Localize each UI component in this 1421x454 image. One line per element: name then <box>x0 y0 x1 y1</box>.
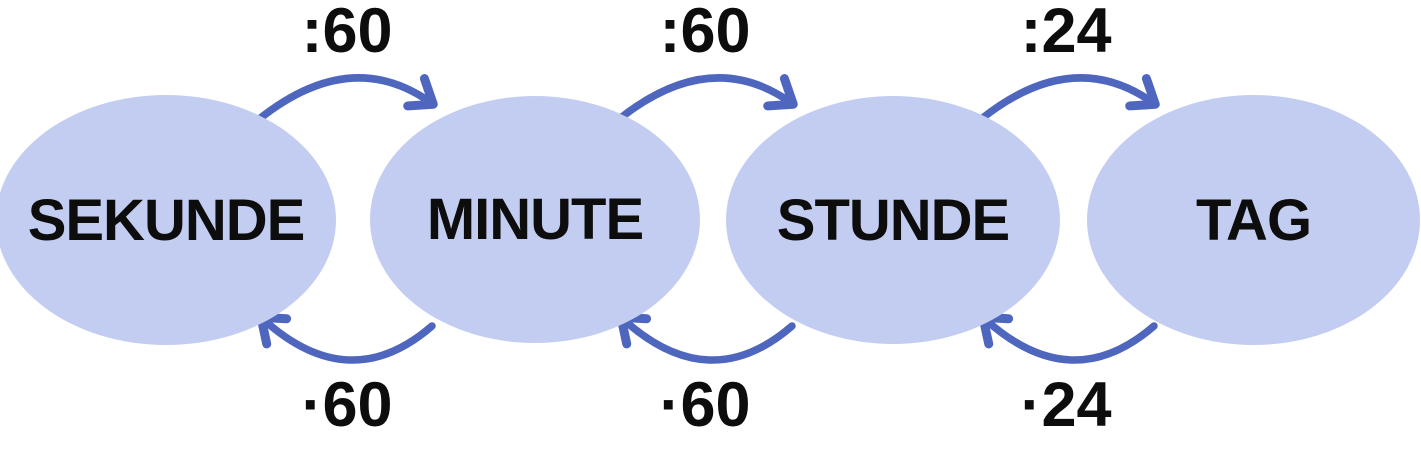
node-stunde: STUNDE <box>726 96 1060 344</box>
arrow-minute-to-sekunde-icon <box>256 312 436 364</box>
arrow-sekunde-to-minute-icon <box>254 74 438 124</box>
node-sekunde: SEKUNDE <box>0 95 336 345</box>
node-stunde-label: STUNDE <box>776 187 1010 253</box>
conversion-label-minute-to-sekunde: ·60 <box>301 370 393 440</box>
node-minute: MINUTE <box>370 96 700 343</box>
arrow-stunde-to-tag-icon <box>976 74 1160 124</box>
conversion-label-sekunde-to-minute: :60 <box>301 0 393 66</box>
node-sekunde-label: SEKUNDE <box>27 187 306 253</box>
node-minute-label: MINUTE <box>426 187 644 252</box>
arrow-minute-to-stunde-icon <box>614 74 798 124</box>
node-tag: TAG <box>1087 95 1420 345</box>
node-tag-label: TAG <box>1195 187 1312 253</box>
conversion-label-stunde-to-tag: :24 <box>1020 0 1112 66</box>
conversion-label-minute-to-stunde: :60 <box>659 0 751 66</box>
arrow-tag-to-stunde-icon <box>978 312 1158 364</box>
conversion-label-tag-to-stunde: ·24 <box>1020 370 1112 440</box>
conversion-label-stunde-to-minute: ·60 <box>659 370 751 440</box>
arrow-stunde-to-minute-icon <box>616 312 796 364</box>
